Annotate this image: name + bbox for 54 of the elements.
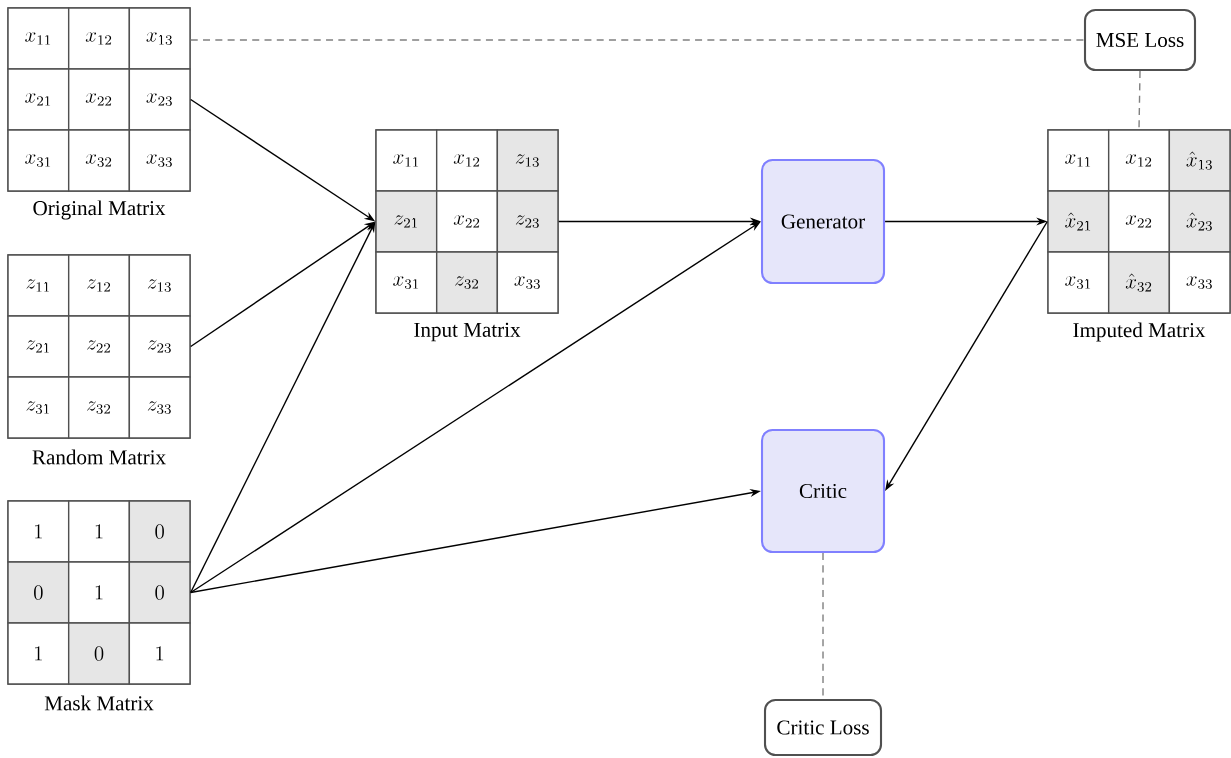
loss-box: Critic Loss <box>763 698 883 757</box>
matrix-cell: $z_{23}$ <box>496 190 559 253</box>
matrix-cell: $1$ <box>128 622 191 685</box>
model-box: Generator <box>760 158 886 285</box>
matrix-cell: $0$ <box>7 561 70 624</box>
matrix-cell: $x_{12}$ <box>435 129 499 192</box>
model-box: Critic <box>760 428 886 554</box>
matrix-cell: $x_{22}$ <box>435 190 499 253</box>
matrix-cell: $x_{33}$ <box>128 129 191 192</box>
matrix-cell: $z_{13}$ <box>128 254 191 317</box>
matrix-cell: $z_{13}$ <box>496 129 559 192</box>
matrix-cell: $x_{11}$ <box>1047 129 1110 192</box>
matrix-caption: Original Matrix <box>33 200 166 220</box>
matrix-cell: $x_{22}$ <box>67 68 131 131</box>
matrix-cell: $z_{32}$ <box>435 251 499 314</box>
matrix-cell: $x_{11}$ <box>7 7 70 70</box>
matrix-caption: Input Matrix <box>414 322 521 342</box>
matrix-cell: $z_{23}$ <box>128 315 191 378</box>
matrix-cell: $0$ <box>128 500 191 563</box>
matrix-cell: $x_{23}$ <box>128 68 191 131</box>
matrix-cell: $x_{31}$ <box>375 251 438 314</box>
matrix-cell: $x_{12}$ <box>67 7 131 70</box>
matrix-cell: $x_{32}$ <box>67 129 131 192</box>
matrix-cell: $\hat{x}_{13}$ <box>1168 129 1231 192</box>
matrix-cell: $\hat{x}_{23}$ <box>1168 190 1231 253</box>
matrix-cell: $1$ <box>67 500 131 563</box>
matrix-cell: $\hat{x}_{32}$ <box>1107 251 1171 314</box>
matrix-caption: Mask Matrix <box>44 695 154 711</box>
matrix-cell: $z_{12}$ <box>67 254 131 317</box>
matrix-cell: $x_{13}$ <box>128 7 191 70</box>
matrix-cell: $z_{33}$ <box>128 376 191 439</box>
matrix-cell: $1$ <box>7 500 70 563</box>
matrix-caption: Random Matrix <box>32 449 166 465</box>
loss-box: MSE Loss <box>1083 8 1197 72</box>
matrix-cell: $z_{32}$ <box>67 376 131 439</box>
matrix-cell: $x_{31}$ <box>7 129 70 192</box>
matrix-cell: $z_{11}$ <box>7 254 70 317</box>
matrix-cell: $x_{22}$ <box>1107 190 1171 253</box>
matrix-cell: $x_{21}$ <box>7 68 70 131</box>
matrix-cell: $x_{33}$ <box>1168 251 1231 314</box>
matrix-cell: $z_{21}$ <box>375 190 438 253</box>
matrix-cell: $x_{33}$ <box>496 251 559 314</box>
matrix-cell: $z_{22}$ <box>67 315 131 378</box>
matrix-cell: $1$ <box>67 561 131 624</box>
matrix-caption: Imputed Matrix <box>1073 322 1206 342</box>
matrix-cell: $x_{12}$ <box>1107 129 1171 192</box>
matrix-cell: $x_{31}$ <box>1047 251 1110 314</box>
matrix-cell: $1$ <box>7 622 70 685</box>
matrix-cell: $z_{31}$ <box>7 376 70 439</box>
matrix-cell: $x_{11}$ <box>375 129 438 192</box>
matrix-cell: $z_{21}$ <box>7 315 70 378</box>
matrix-cell: $0$ <box>128 561 191 624</box>
matrix-cell: $0$ <box>67 622 131 685</box>
matrix-cell: $\hat{x}_{21}$ <box>1047 190 1110 253</box>
